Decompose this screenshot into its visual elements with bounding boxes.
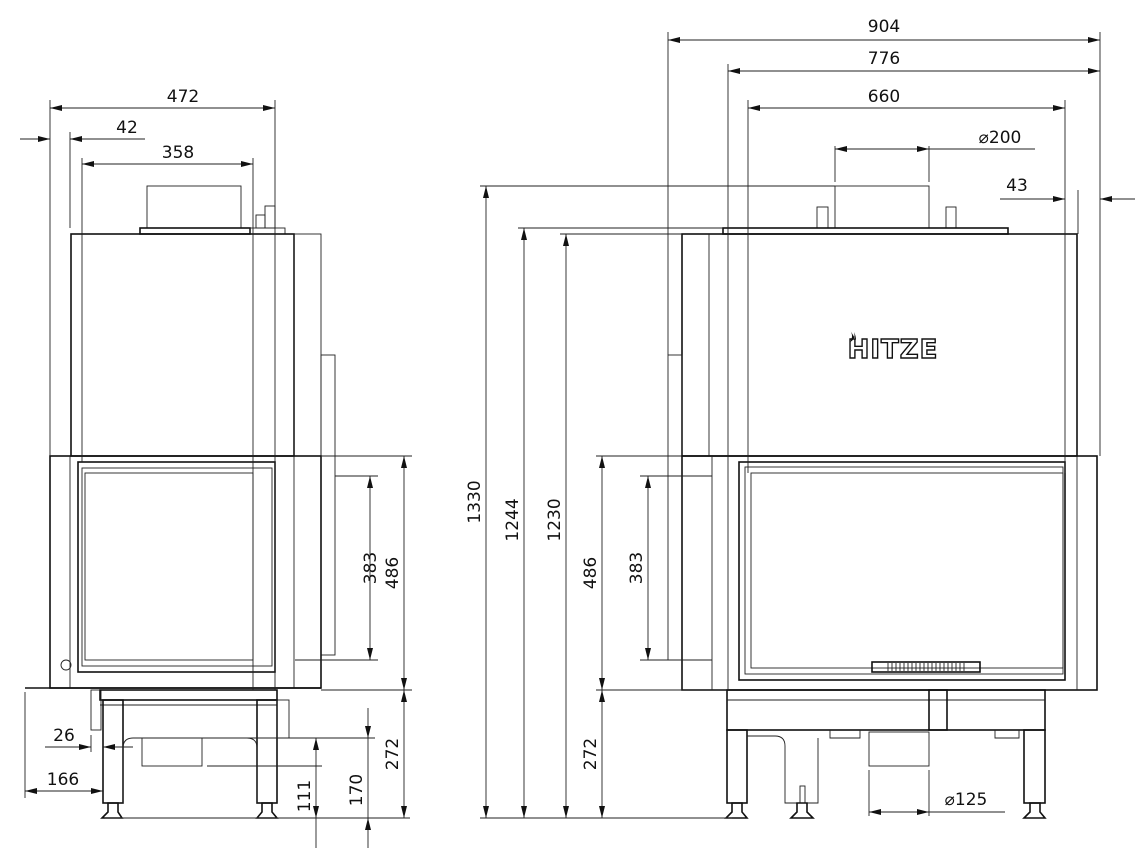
dim-air-inlet-diameter: ⌀125 bbox=[945, 790, 988, 810]
side-view-dimensions: 472 42 358 383 486 272 170 111 bbox=[20, 87, 412, 848]
dim-door-height: 486 bbox=[383, 557, 403, 589]
front-view: HITZE 904 776 bbox=[465, 17, 1135, 819]
dim-total-width: 904 bbox=[868, 17, 900, 37]
dim-total-depth: 472 bbox=[167, 87, 199, 107]
dim-flue-diameter: ⌀200 bbox=[979, 128, 1022, 148]
dim-base-offset: 166 bbox=[47, 770, 79, 790]
dim-total-height: 1330 bbox=[465, 480, 485, 523]
front-view-dimensions: 904 776 660 ⌀200 43 1330 1244 bbox=[465, 17, 1135, 819]
dim-door-height-front: 486 bbox=[581, 557, 601, 589]
dim-glass-width: 660 bbox=[868, 87, 900, 107]
hitze-logo: HITZE bbox=[847, 330, 939, 366]
dim-offset-top: 42 bbox=[116, 118, 138, 138]
dim-body-width: 776 bbox=[868, 49, 900, 69]
dim-glass-height: 383 bbox=[361, 552, 381, 584]
dim-base-height: 272 bbox=[383, 738, 403, 770]
side-view-body bbox=[25, 185, 336, 819]
flame-icon bbox=[850, 330, 856, 342]
dim-glass-height-front: 383 bbox=[627, 552, 647, 584]
dim-base-height-front: 272 bbox=[581, 738, 601, 770]
brand-logo-text: HITZE bbox=[848, 335, 939, 365]
dim-ash-height: 111 bbox=[295, 780, 315, 812]
dim-flue-offset: 358 bbox=[162, 143, 194, 163]
dim-side-offset: 43 bbox=[1006, 176, 1028, 196]
side-view: 472 42 358 383 486 272 170 111 bbox=[20, 87, 412, 848]
dim-outlet-height: 170 bbox=[347, 774, 367, 806]
dim-leg-inset: 26 bbox=[53, 726, 75, 746]
front-view-body: HITZE bbox=[667, 185, 1098, 819]
vent-grill bbox=[887, 663, 965, 671]
dim-flange-height: 1244 bbox=[503, 498, 523, 541]
dim-body-height: 1230 bbox=[545, 498, 565, 541]
